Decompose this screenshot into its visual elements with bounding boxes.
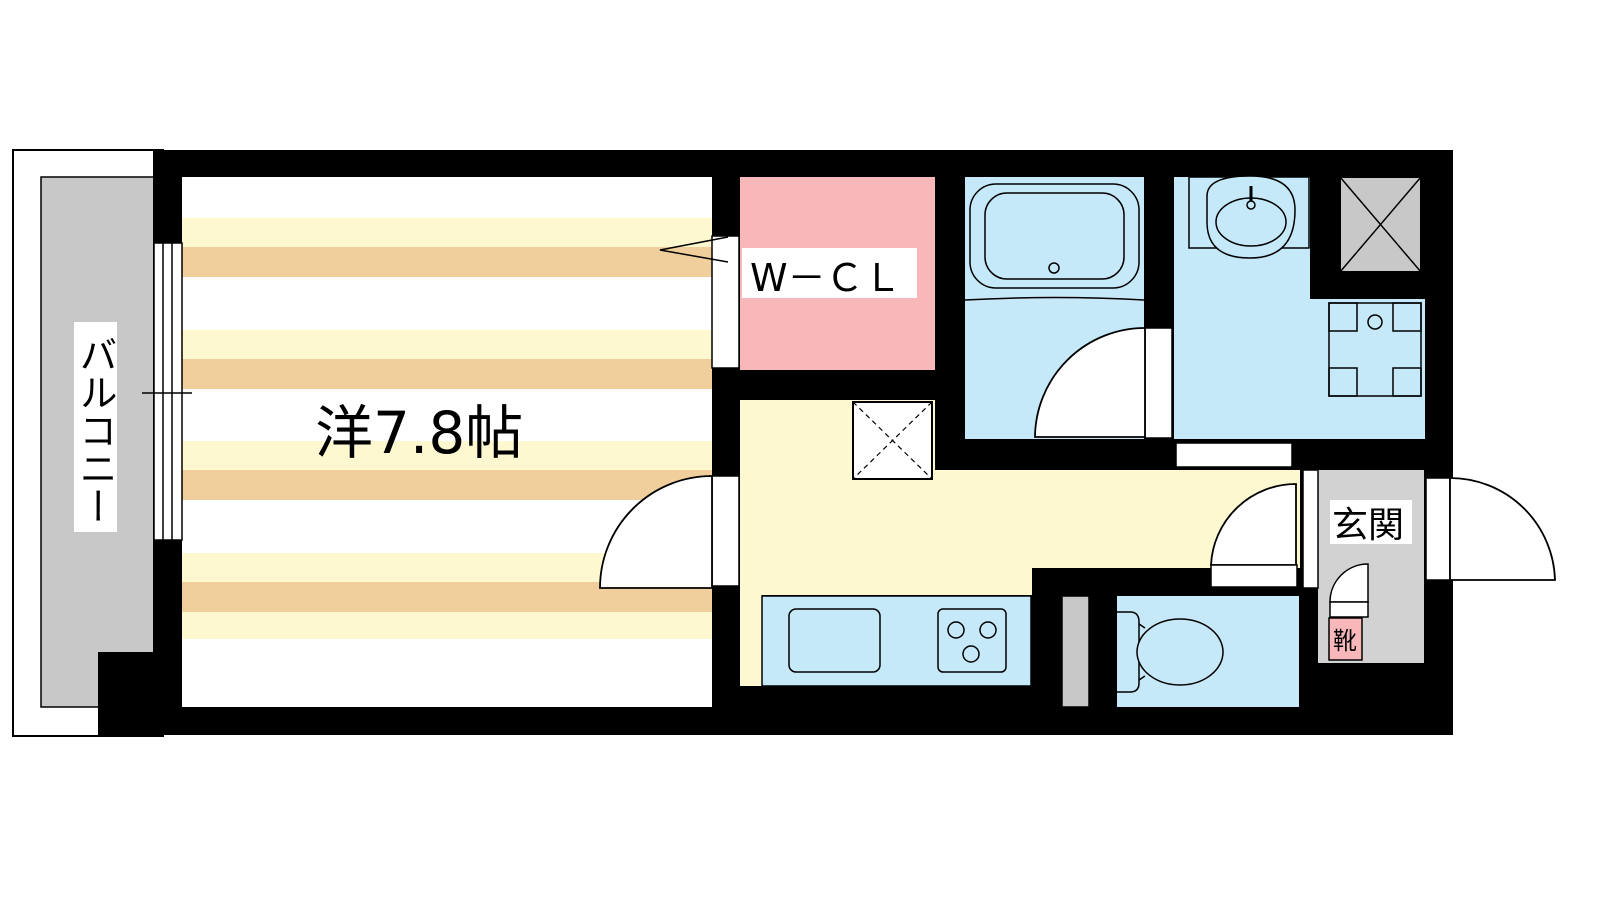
room-door [599, 475, 740, 589]
balcony-label: バルコニー [73, 335, 117, 525]
washing-machine-icon [1328, 302, 1422, 397]
stove-icon [937, 608, 1007, 673]
shoe-box-label: 靴 [1333, 627, 1357, 655]
entrance [1210, 469, 1556, 663]
ventilation-icon [852, 401, 933, 480]
washroom [1174, 175, 1425, 468]
kitchen-counter [761, 595, 1032, 687]
toilet-icon [1117, 611, 1224, 693]
bathtub-icon [969, 183, 1140, 289]
balcony-label-bg [74, 322, 117, 532]
entrance-label: 玄関 [1332, 505, 1404, 546]
balcony-window [142, 242, 192, 541]
sink-icon [788, 608, 881, 673]
wall-notch [98, 652, 158, 735]
closet-door [659, 235, 740, 369]
closet-label-bg [742, 248, 917, 298]
toilet-room [1061, 595, 1299, 708]
bathroom [964, 177, 1173, 439]
closet-label: W－ＣＬ [750, 256, 902, 300]
western-room-label: 洋7.8帖 [315, 399, 523, 467]
shoe-box [1328, 617, 1363, 661]
entrance-label-bg [1330, 500, 1412, 544]
